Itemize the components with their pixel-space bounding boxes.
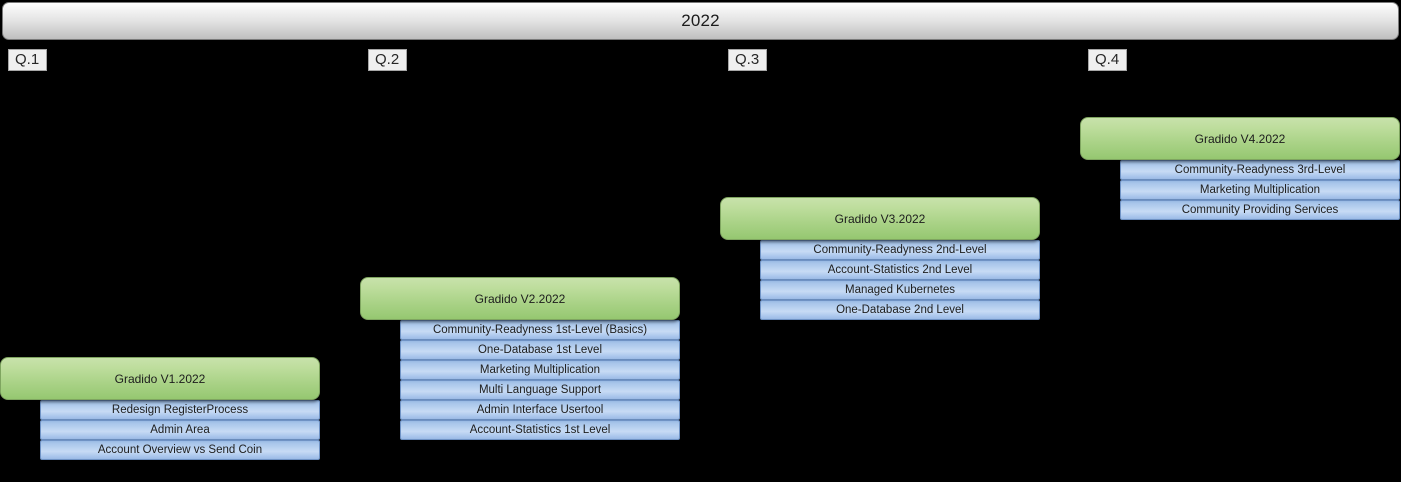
- release-item-label: Admin Area: [150, 424, 210, 436]
- year-label: 2022: [681, 11, 720, 30]
- release-item-label: Admin Interface Usertool: [476, 404, 604, 416]
- release-item[interactable]: One-Database 1st Level: [400, 340, 680, 360]
- release-item-label: Managed Kubernetes: [845, 284, 955, 296]
- release-title-v3: Gradido V3.2022: [834, 211, 926, 226]
- release-title-v1: Gradido V1.2022: [114, 371, 206, 386]
- release-item-label: One-Database 1st Level: [477, 344, 603, 356]
- release-item-label: One-Database 2nd Level: [836, 304, 964, 316]
- release-item-label: Marketing Multiplication: [1199, 184, 1321, 196]
- release-item[interactable]: Account-Statistics 1st Level: [400, 420, 680, 440]
- release-item-label: Account Overview vs Send Coin: [97, 444, 263, 456]
- quarter-label-q3-text: Q.3: [735, 51, 760, 68]
- release-item[interactable]: Marketing Multiplication: [1120, 180, 1400, 200]
- release-item-label: Community Providing Services: [1181, 204, 1339, 216]
- release-item[interactable]: One-Database 2nd Level: [760, 300, 1040, 320]
- release-items-v1: Redesign RegisterProcess Admin Area Acco…: [40, 400, 320, 460]
- release-item[interactable]: Account-Statistics 2nd Level: [760, 260, 1040, 280]
- release-item-label: Community-Readyness 2nd-Level: [813, 244, 987, 256]
- release-item-label: Account-Statistics 2nd Level: [827, 264, 973, 276]
- release-item[interactable]: Account Overview vs Send Coin: [40, 440, 320, 460]
- release-item[interactable]: Marketing Multiplication: [400, 360, 680, 380]
- release-item[interactable]: Admin Area: [40, 420, 320, 440]
- quarter-label-q2: Q.2: [368, 49, 408, 71]
- release-item-label: Community-Readyness 3rd-Level: [1174, 164, 1346, 176]
- release-item[interactable]: Community-Readyness 3rd-Level: [1120, 160, 1400, 180]
- release-header-v1[interactable]: Gradido V1.2022: [0, 357, 320, 400]
- quarter-label-q3: Q.3: [728, 49, 768, 71]
- release-header-v2[interactable]: Gradido V2.2022: [360, 277, 680, 320]
- release-item-label: Multi Language Support: [478, 384, 602, 396]
- release-item[interactable]: Multi Language Support: [400, 380, 680, 400]
- release-title-v2: Gradido V2.2022: [474, 291, 566, 306]
- release-header-v3[interactable]: Gradido V3.2022: [720, 197, 1040, 240]
- quarter-label-q1: Q.1: [8, 49, 48, 71]
- release-item[interactable]: Community Providing Services: [1120, 200, 1400, 220]
- release-item[interactable]: Community-Readyness 1st-Level (Basics): [400, 320, 680, 340]
- release-item[interactable]: Community-Readyness 2nd-Level: [760, 240, 1040, 260]
- release-header-v4[interactable]: Gradido V4.2022: [1080, 117, 1400, 160]
- release-item-label: Marketing Multiplication: [479, 364, 601, 376]
- year-header-bar: 2022: [2, 2, 1399, 40]
- quarter-label-q4: Q.4: [1088, 49, 1128, 71]
- release-items-v3: Community-Readyness 2nd-Level Account-St…: [760, 240, 1040, 320]
- release-items-v2: Community-Readyness 1st-Level (Basics) O…: [400, 320, 680, 440]
- quarter-label-q4-text: Q.4: [1095, 51, 1120, 68]
- release-item[interactable]: Redesign RegisterProcess: [40, 400, 320, 420]
- release-item[interactable]: Managed Kubernetes: [760, 280, 1040, 300]
- release-item-label: Community-Readyness 1st-Level (Basics): [432, 324, 648, 336]
- quarter-label-q2-text: Q.2: [375, 51, 400, 68]
- release-items-v4: Community-Readyness 3rd-Level Marketing …: [1120, 160, 1400, 220]
- release-title-v4: Gradido V4.2022: [1194, 131, 1286, 146]
- release-item-label: Account-Statistics 1st Level: [469, 424, 611, 436]
- quarter-label-q1-text: Q.1: [15, 51, 40, 68]
- release-item[interactable]: Admin Interface Usertool: [400, 400, 680, 420]
- release-item-label: Redesign RegisterProcess: [111, 404, 249, 416]
